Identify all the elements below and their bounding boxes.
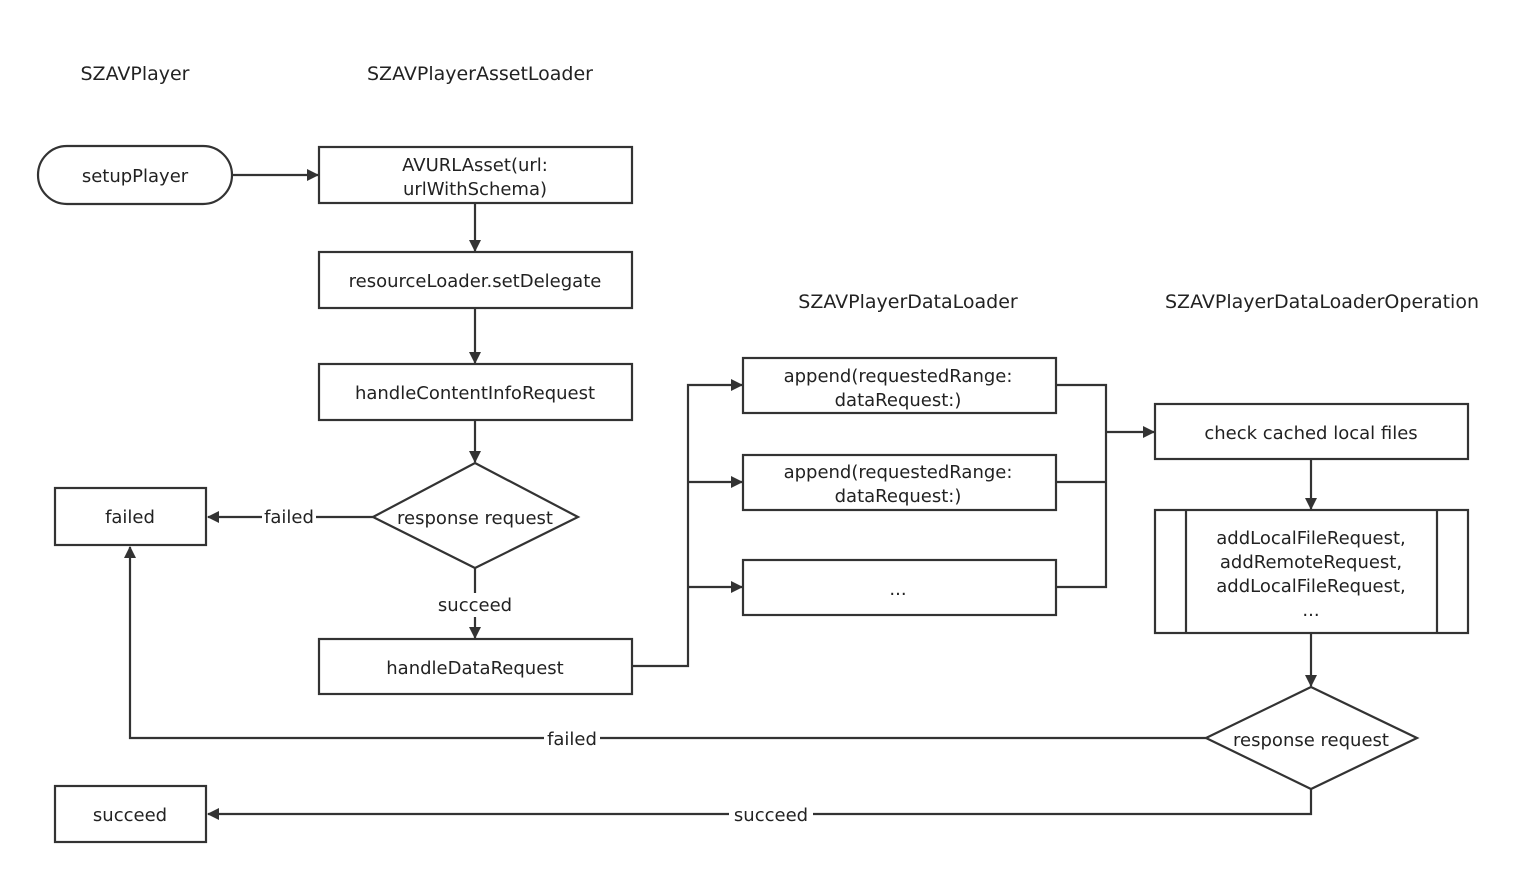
node-label: addLocalFileRequest, xyxy=(1216,576,1406,597)
node-label: AVURLAsset(url: xyxy=(402,155,548,176)
column-title-player: SZAVPlayer xyxy=(81,63,190,85)
node-label: succeed xyxy=(93,805,167,826)
node-label: ... xyxy=(1302,600,1319,621)
node-label: response request xyxy=(397,508,553,529)
edge-response2-to-succeed xyxy=(207,789,1313,820)
edge-response2-to-failed xyxy=(124,546,1206,740)
node-append-2: append(requestedRange: dataRequest:) xyxy=(741,453,1058,512)
node-failed: failed xyxy=(53,486,208,547)
node-label: response request xyxy=(1233,730,1389,751)
node-label: ... xyxy=(889,579,906,600)
node-data-request: handleDataRequest xyxy=(317,637,634,696)
node-label: handleDataRequest xyxy=(386,658,563,679)
column-title-operation: SZAVPlayerDataLoaderOperation xyxy=(1165,291,1479,313)
node-check-cached: check cached local files xyxy=(1153,402,1470,461)
node-label: setupPlayer xyxy=(82,166,189,187)
node-append-1: append(requestedRange: dataRequest:) xyxy=(741,356,1058,415)
edges xyxy=(124,169,1317,820)
node-label: append(requestedRange: xyxy=(784,462,1013,483)
node-append-more: ... xyxy=(741,558,1058,617)
edge-data-request-to-append1 xyxy=(632,379,743,668)
node-label: append(requestedRange: xyxy=(784,366,1013,387)
node-label: addRemoteRequest, xyxy=(1220,552,1402,573)
node-set-delegate: resourceLoader.setDelegate xyxy=(317,250,634,310)
edge-label-bg xyxy=(729,803,813,827)
edge-label-failed-2: failed xyxy=(547,729,597,750)
node-label: handleContentInfoRequest xyxy=(355,383,595,404)
node-label: resourceLoader.setDelegate xyxy=(349,271,602,292)
node-label: check cached local files xyxy=(1204,423,1417,444)
column-title-data-loader: SZAVPlayerDataLoader xyxy=(798,291,1018,313)
node-label: addLocalFileRequest, xyxy=(1216,528,1406,549)
edge-label-bg xyxy=(544,727,600,751)
node-response-request-1: response request xyxy=(370,461,581,570)
edge-label-failed-1: failed xyxy=(264,507,314,528)
column-title-asset-loader: SZAVPlayerAssetLoader xyxy=(367,63,593,85)
node-setup-player: setupPlayer xyxy=(36,144,234,206)
node-subprocess-requests: addLocalFileRequest, addRemoteRequest, a… xyxy=(1153,508,1470,635)
edge-appends-merge xyxy=(1057,383,1108,589)
node-response-request-2: response request xyxy=(1203,685,1420,791)
node-label: urlWithSchema) xyxy=(403,179,547,200)
edge-label-bg xyxy=(262,505,316,529)
edge-label-succeed-2: succeed xyxy=(734,805,808,826)
node-label: dataRequest:) xyxy=(835,486,962,507)
edge-label-succeed-1: succeed xyxy=(438,595,512,616)
node-label: dataRequest:) xyxy=(835,390,962,411)
node-content-info-request: handleContentInfoRequest xyxy=(317,362,634,422)
node-succeed: succeed xyxy=(53,784,208,844)
edge-label-bg xyxy=(434,593,516,617)
node-label: failed xyxy=(105,507,155,528)
node-avurlasset: AVURLAsset(url: urlWithSchema) xyxy=(317,145,634,205)
